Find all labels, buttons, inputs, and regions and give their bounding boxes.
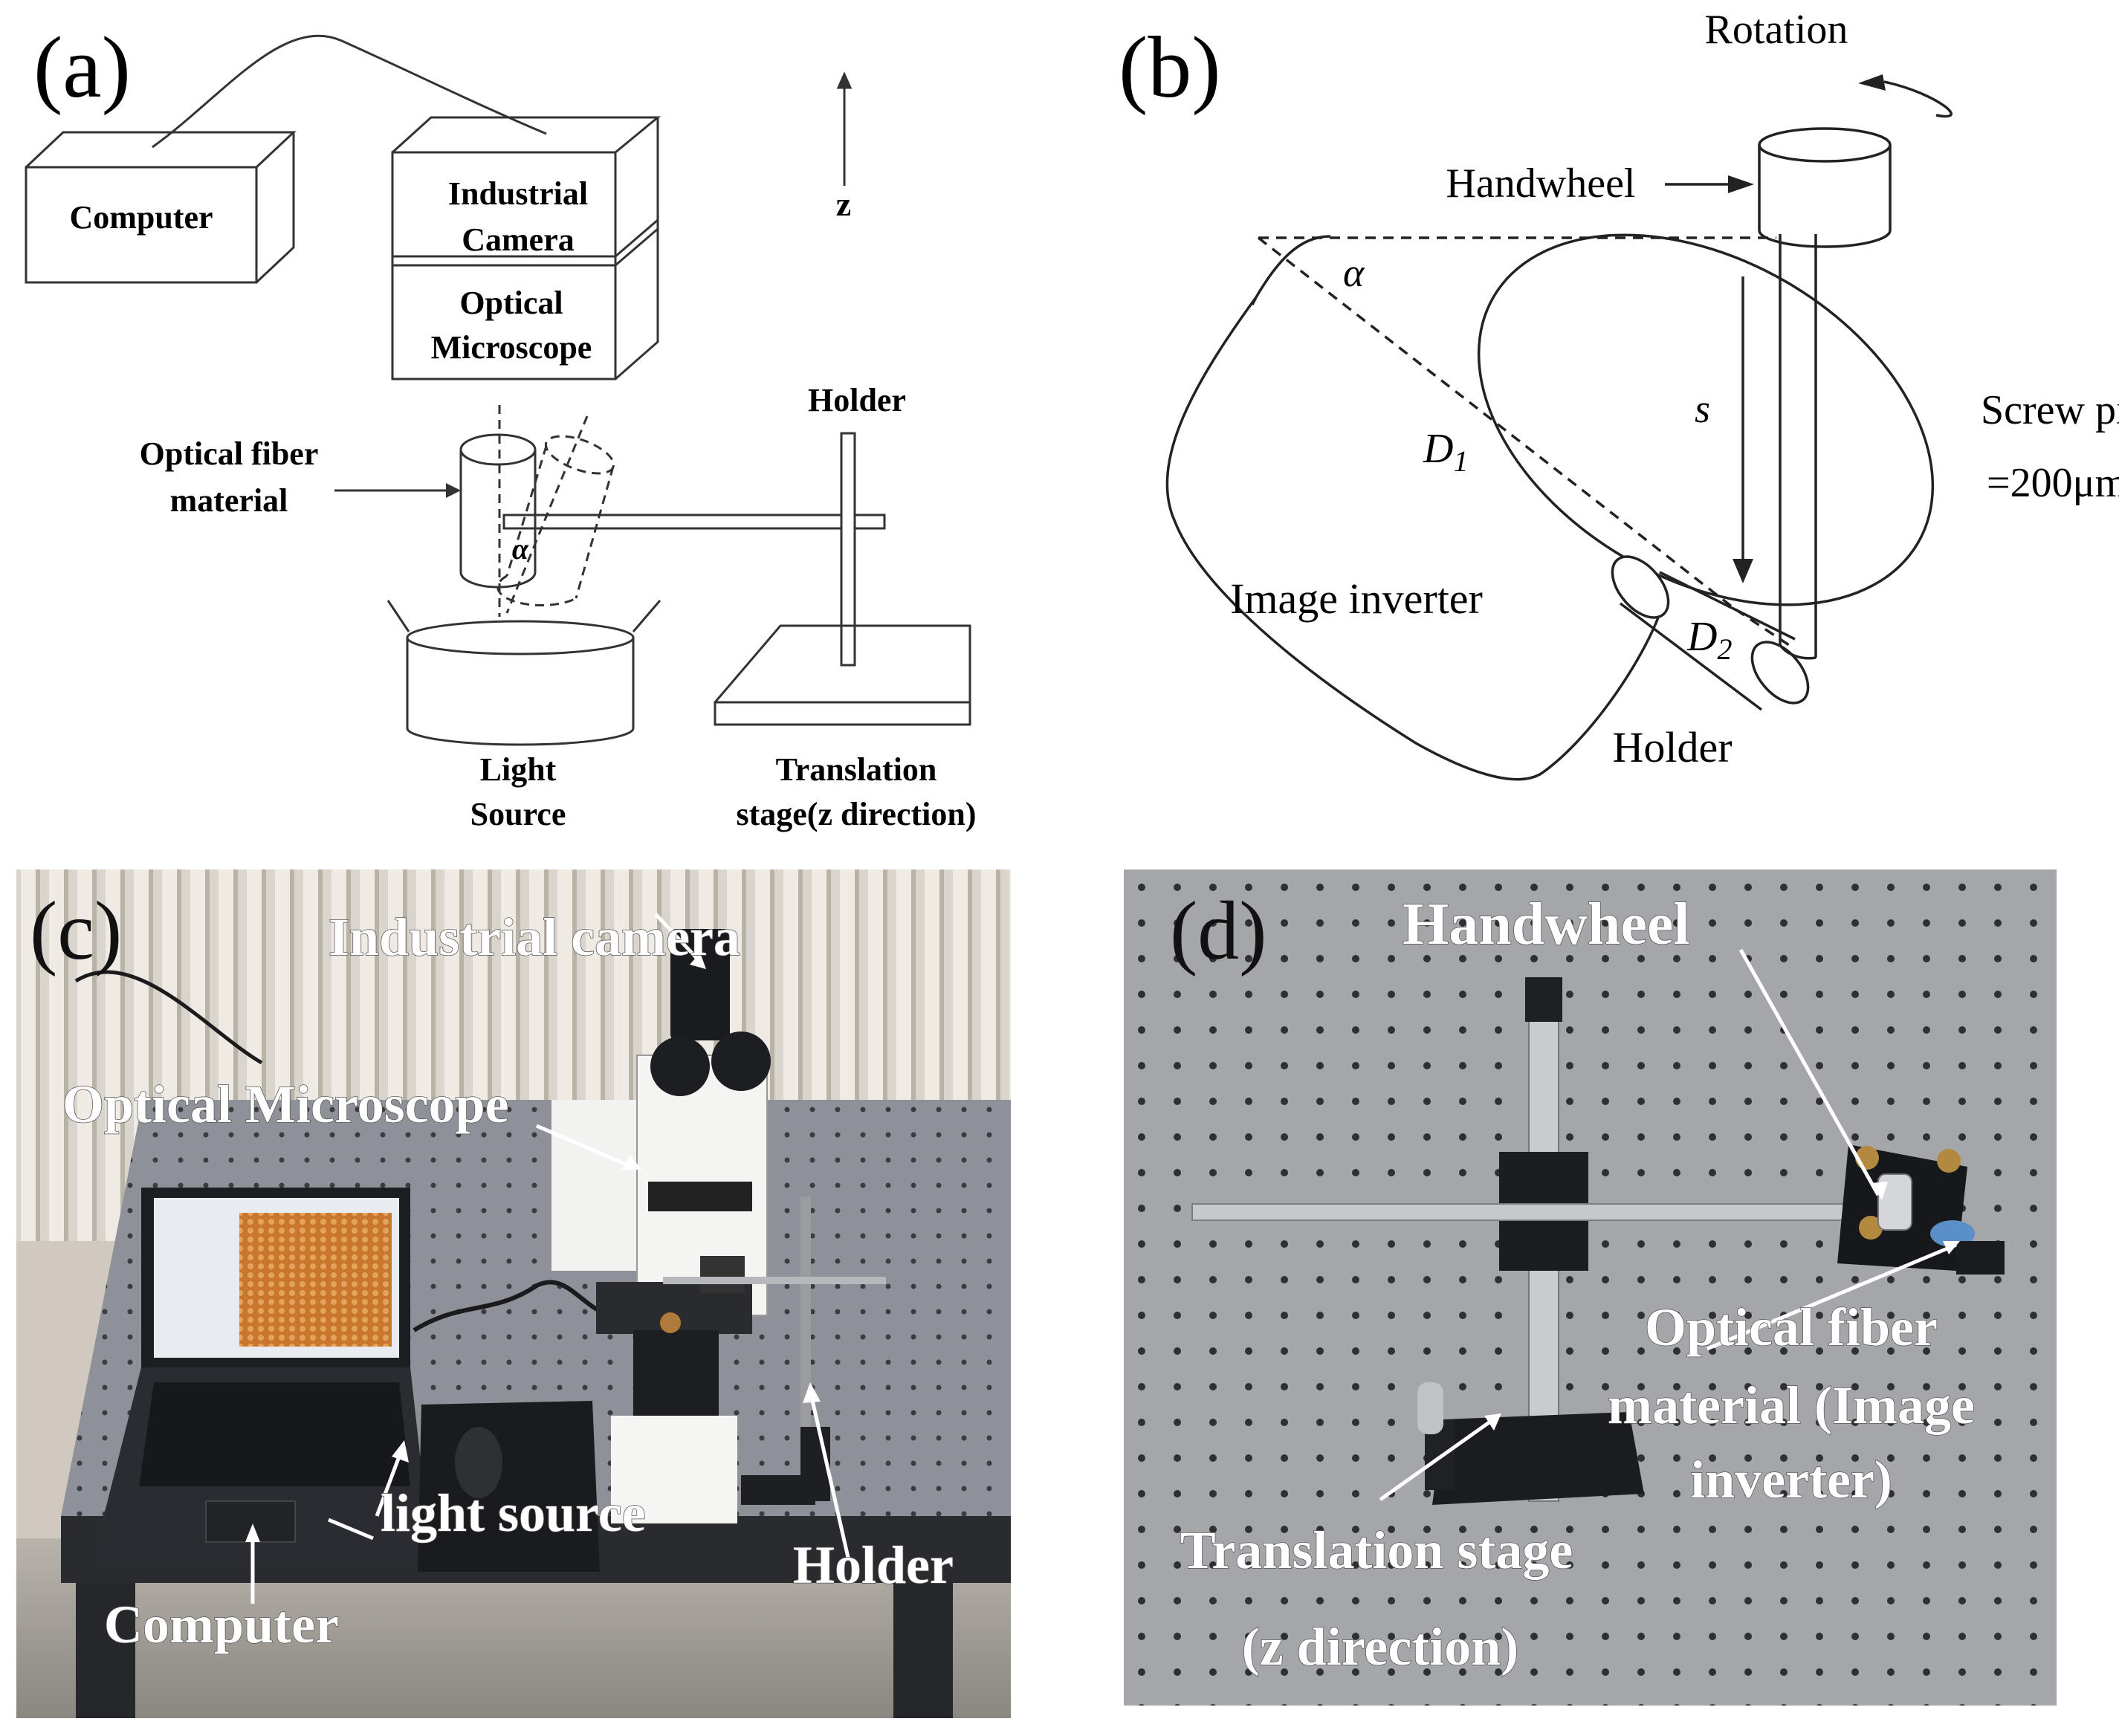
laptop-graphic: [91, 1188, 433, 1568]
camera-label-line2: Camera: [462, 221, 575, 258]
alpha-label: α: [1343, 250, 1365, 295]
rotation-label: Rotation: [1705, 7, 1848, 53]
fiber-label-line2: material: [170, 482, 288, 519]
alpha-angle-label: α: [512, 532, 529, 566]
microscope-label-line1: Optical: [459, 285, 563, 321]
holder-shape: [1611, 555, 1810, 711]
fiber-label-line1: Optical fiber: [140, 435, 319, 472]
computer-box: [25, 131, 297, 284]
holder-arm: [502, 432, 886, 667]
optical-breadboard: [1124, 869, 2057, 1706]
dashed-guide-lines: [1257, 236, 1792, 648]
microscope-graphic: [551, 929, 771, 1523]
cable-line: [152, 35, 547, 149]
panel-a: (a) Computer Industrial Camera Optical M…: [0, 0, 1059, 855]
s-arrowhead: [1733, 559, 1753, 583]
d1-label: D1: [1423, 426, 1468, 478]
panel-c-illustration: (c) Industrial camera Optical Microscope…: [16, 869, 1011, 1718]
holder-label: Holder: [808, 382, 906, 418]
light-source-shape: [386, 600, 661, 746]
stage-label-line2: stage(z direction): [737, 796, 977, 832]
panel-d-tag: (d): [1170, 885, 1267, 977]
horizontal-rod-graphic: [1191, 1203, 1936, 1221]
translation-stage-shape: [714, 624, 971, 726]
panel-b: (b) Rotation Handwheel α s Screw pitch =…: [1059, 0, 2119, 855]
photo-d-stage-label-line2: (z direction): [1242, 1617, 1519, 1677]
photo-d-fiber-label-line3: inverter): [1690, 1450, 1892, 1509]
photo-c-computer-label: Computer: [104, 1595, 339, 1654]
handwheel-shape: [1758, 127, 1892, 248]
holder-label-b: Holder: [1612, 723, 1732, 771]
image-inverter-label: Image inverter: [1230, 574, 1483, 623]
photo-c-camera-label: Industrial camera: [329, 907, 740, 967]
photo-d-fiber-label-line1: Optical fiber: [1645, 1298, 1938, 1357]
camera-label-line1: Industrial: [448, 175, 588, 212]
photo-c-microscope-label: Optical Microscope: [62, 1075, 509, 1134]
panel-c-tag: (c): [30, 885, 122, 977]
photo-c-holder-label: Holder: [793, 1535, 954, 1595]
light-source-label-line2: Source: [470, 796, 566, 832]
annotation-arrows-d: [1379, 948, 1957, 1502]
panel-a-tag: (a): [33, 19, 131, 116]
handwheel-label: Handwheel: [1446, 161, 1635, 207]
handwheel-arrowhead: [1728, 175, 1754, 193]
computer-label: Computer: [69, 199, 213, 236]
panel-b-tag: (b): [1119, 19, 1221, 116]
photo-c-light-label: light source: [381, 1483, 646, 1543]
tilted-fiber-cylinder: [496, 435, 615, 606]
table-leg-left: [76, 1583, 135, 1718]
panel-c-photo: (c) Industrial camera Optical Microscope…: [16, 869, 1011, 1718]
annotation-arrows: [250, 913, 851, 1604]
rotation-arrow-curve: [1883, 80, 1953, 118]
panel-d-photo: (d) Handwheel Optical fiber material (Im…: [1124, 869, 2057, 1706]
photo-d-fiber-label-line2: material (Image: [1608, 1376, 1975, 1435]
image-inverter-shape: [1165, 233, 1935, 781]
table-leg-right: [893, 1583, 953, 1718]
camera-microscope-box: [391, 116, 661, 380]
stage-label-line1: Translation: [776, 751, 937, 788]
z-axis-label: z: [836, 185, 851, 223]
rotation-arrowhead: [1858, 74, 1886, 91]
panel-a-diagram: (a) Computer Industrial Camera Optical M…: [25, 19, 977, 832]
screw-pitch-label-line2: =200μm: [1987, 460, 2119, 506]
holder-clamp-graphic: [1837, 1144, 2005, 1275]
light-source-label-line1: Light: [480, 751, 557, 788]
panel-d-illustration: (d) Handwheel Optical fiber material (Im…: [1124, 869, 2057, 1706]
translation-stage-graphic: [1417, 1382, 1644, 1505]
d2-label: D2: [1686, 614, 1732, 666]
photo-d-stage-label-line1: Translation stage: [1180, 1520, 1573, 1580]
rod-shape: [1779, 234, 1817, 660]
mouse-graphic: [455, 1427, 502, 1498]
fiber-arrowhead: [446, 483, 461, 498]
microscope-label-line2: Microscope: [431, 329, 592, 366]
panel-b-diagram: (b) Rotation Handwheel α s Screw pitch =…: [1119, 7, 2119, 781]
s-label: s: [1695, 386, 1710, 431]
screw-pitch-label-line1: Screw pitch: [1981, 387, 2119, 433]
cables-graphic: [413, 1280, 612, 1332]
photo-d-handwheel-label: Handwheel: [1403, 892, 1690, 957]
z-axis-arrowhead: [836, 71, 853, 89]
